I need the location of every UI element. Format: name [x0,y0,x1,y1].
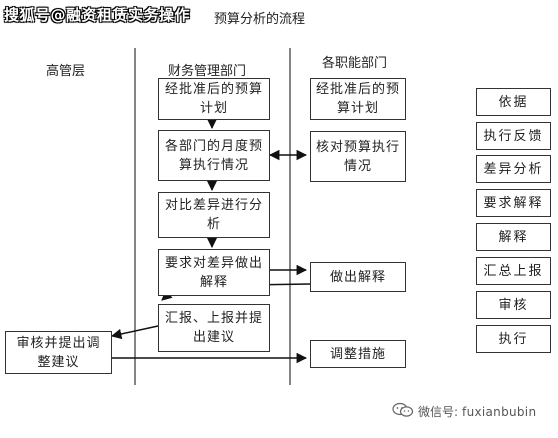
watermark-top: 搜狐号@融资租赁实务操作 [4,6,191,24]
box-approved-budget-finance: 经批准后的预算计划 [158,78,270,120]
legend-item-review: 审核 [476,291,551,319]
box-review-adjust: 审核并提出调整建议 [5,331,112,374]
column-header-exec: 高管层 [46,64,86,79]
legend-item-summary-report: 汇总上报 [476,257,551,285]
box-request-explanation: 要求对差异做出解释 [158,249,270,296]
legend-item-request-explanation: 要求解释 [476,189,551,217]
diagram-title: 预算分析的流程 [214,12,306,27]
legend-item-execute: 执行 [476,325,551,353]
legend-item-basis: 依据 [476,88,551,116]
legend-item-variance-analysis: 差异分析 [476,155,551,183]
box-check-execution: 核对预算执行情况 [310,131,406,182]
watermark-label: 微信号: [418,405,459,419]
legend-item-explanation: 解释 [476,223,551,251]
box-summary-report: 汇报、上报并提出建议 [158,304,270,352]
arrow-summary-to-review [110,325,159,340]
watermark-name: fuxianbubin [462,404,537,419]
box-compare-variance: 对比差异进行分析 [158,192,270,238]
column-header-finance: 财务管理部门 [168,64,247,79]
legend-item-feedback: 执行反馈 [476,122,551,150]
box-approved-budget-dept: 经批准后的预算计划 [310,78,406,120]
column-header-functional: 各职能部门 [322,56,388,71]
box-make-explanation: 做出解释 [310,262,406,292]
watermark-bottom: 微信号: fuxianbubin [392,402,536,421]
box-adjust-measures: 调整措施 [310,340,406,368]
box-monthly-execution: 各部门的月度预算执行情况 [158,130,270,181]
wechat-icon [392,402,414,421]
